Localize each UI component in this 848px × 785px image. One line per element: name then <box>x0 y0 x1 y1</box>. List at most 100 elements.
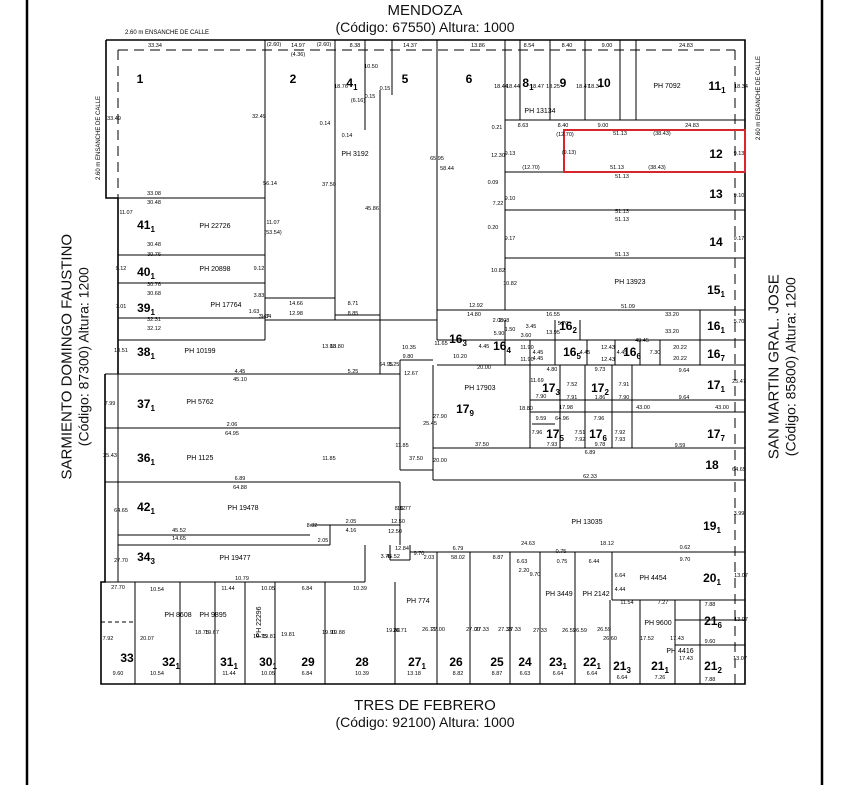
measure-label: 33.34 <box>148 43 162 49</box>
measure-label: 27.33 <box>475 627 489 633</box>
block-outline <box>100 39 746 685</box>
measure-label: 7.52 <box>567 382 578 388</box>
measure-label: 10.82 <box>503 281 517 287</box>
measure-label: 18.47 <box>576 84 590 90</box>
measure-label: 27.90 <box>433 414 447 420</box>
ph-label: PH 19478 <box>227 505 258 512</box>
lot-subnumber: 1 <box>529 83 534 92</box>
measure-label: 5.70 <box>734 319 745 325</box>
lot-number: 177 <box>707 427 725 443</box>
ensanche-label-left: 2.60 m ENSANCHE DE CALLE <box>96 96 102 180</box>
measure-label: 18.76 <box>334 84 348 90</box>
lot-number: 221 <box>583 655 601 671</box>
measure-label: 20.07 <box>140 636 154 642</box>
lot-number: 33 <box>120 651 134 665</box>
measure-label: 27.00 <box>431 627 445 633</box>
measure-label: 10.51 <box>114 348 128 354</box>
lot-number: 361 <box>137 451 155 467</box>
lot-number: 41 <box>346 76 358 92</box>
measure-label: 26.59 <box>597 627 611 633</box>
ph-label: PH 8608 <box>164 612 191 619</box>
measure-label: (38.43) <box>653 131 671 137</box>
measure-label: 6.44 <box>589 559 600 565</box>
measure-label: (9.13) <box>562 150 577 156</box>
measure-label: 12.84 <box>395 546 409 552</box>
measure-label: 0.14 <box>320 121 331 127</box>
ph-label: PH 3192 <box>341 151 368 158</box>
measure-label: (4.36) <box>291 52 306 58</box>
measure-label: (12.70) <box>556 132 574 138</box>
lot-number: 176 <box>589 427 607 443</box>
lot-subnumber: 1 <box>175 662 180 671</box>
lot-number: 18 <box>705 458 719 472</box>
measure-label: 26.71 <box>393 628 407 634</box>
ph-label: PH 13035 <box>571 519 602 526</box>
measure-label: (6.16) <box>351 98 366 104</box>
lot-subnumber: 1 <box>721 86 726 95</box>
lot-number: 2 <box>290 72 297 86</box>
setback-lines <box>117 49 736 684</box>
measure-label: 14.65 <box>172 536 186 542</box>
highlighted-lot-12[interactable] <box>563 129 746 173</box>
lot-subnumber: 1 <box>664 666 669 675</box>
lot-number: 201 <box>703 571 721 587</box>
measure-label: 7.90 <box>536 394 547 400</box>
measure-label: 37.50 <box>475 442 489 448</box>
lot-subnumber: 1 <box>353 83 358 92</box>
measure-label: 12.43 <box>601 357 615 363</box>
measure-label: 0.15 <box>365 94 376 100</box>
measure-label: 9.59 <box>536 416 547 422</box>
measure-label: 2.05 <box>318 538 329 544</box>
measure-label: 7.90 <box>619 395 630 401</box>
measure-label: 10.50 <box>364 64 378 70</box>
measure-label: 7.27 <box>658 600 669 606</box>
measure-label: 0.14 <box>342 133 353 139</box>
measure-label: 11.90 <box>520 357 533 363</box>
measure-label: 5.25 <box>348 369 359 375</box>
measure-label: 7.30 <box>650 350 661 356</box>
lot-number: 391 <box>137 301 155 317</box>
measure-label: 1.50 <box>505 327 516 333</box>
measure-label: 9.59 <box>675 443 686 449</box>
lot-number: 421 <box>137 500 155 516</box>
measure-label: 26.59 <box>562 628 576 634</box>
measure-label: 10.39 <box>353 586 367 592</box>
ph-label: PH 22296 <box>256 606 263 637</box>
measure-label: 4.44 <box>615 587 626 593</box>
lot-lines <box>101 40 745 684</box>
measure-label: 7.01 <box>116 304 127 310</box>
ph-label: PH 2142 <box>582 591 609 598</box>
street-right-code: (Código: 85800) Altura: 1200 <box>782 277 799 457</box>
measure-label: 65.95 <box>430 156 444 162</box>
measure-label: 14.97 <box>291 43 305 49</box>
measure-label: 3.47 <box>259 314 270 320</box>
lot-subnumber: 6 <box>717 621 722 630</box>
lot-subnumber: 1 <box>720 290 725 299</box>
measure-label: 9.60 <box>705 639 716 645</box>
measure-label: 4.45 <box>533 356 544 362</box>
lot-number: 10 <box>597 76 611 90</box>
lot-number: 24 <box>518 655 532 669</box>
measure-label: 19.67 <box>205 630 219 636</box>
ph-label: PH 7092 <box>653 83 680 90</box>
measure-label: 4.45 <box>533 350 544 356</box>
measure-label: 10.05 <box>261 671 275 677</box>
lot-number: 29 <box>301 655 315 669</box>
measure-label: 11.07 <box>119 210 132 216</box>
lot-subnumber: 3 <box>626 666 631 675</box>
lot-subnumber: 1 <box>150 352 155 361</box>
lot-subnumber: 2 <box>604 388 609 397</box>
lot-subnumber: 3 <box>462 339 467 348</box>
lot-subnumber: 4 <box>506 346 511 355</box>
measure-label: 64.65 <box>114 508 128 514</box>
measure-label: 9.70 <box>414 551 425 557</box>
lot-subnumber: 1 <box>150 225 155 234</box>
ph-label: PH 17764 <box>210 302 241 309</box>
lot-number: 216 <box>704 614 722 630</box>
measure-label: 26.59 <box>573 628 587 634</box>
measure-label: 32.31 <box>147 317 161 323</box>
measure-label: 45.10 <box>233 377 247 383</box>
measure-label: 43.00 <box>636 405 650 411</box>
lot-subnumber: 6 <box>602 434 607 443</box>
